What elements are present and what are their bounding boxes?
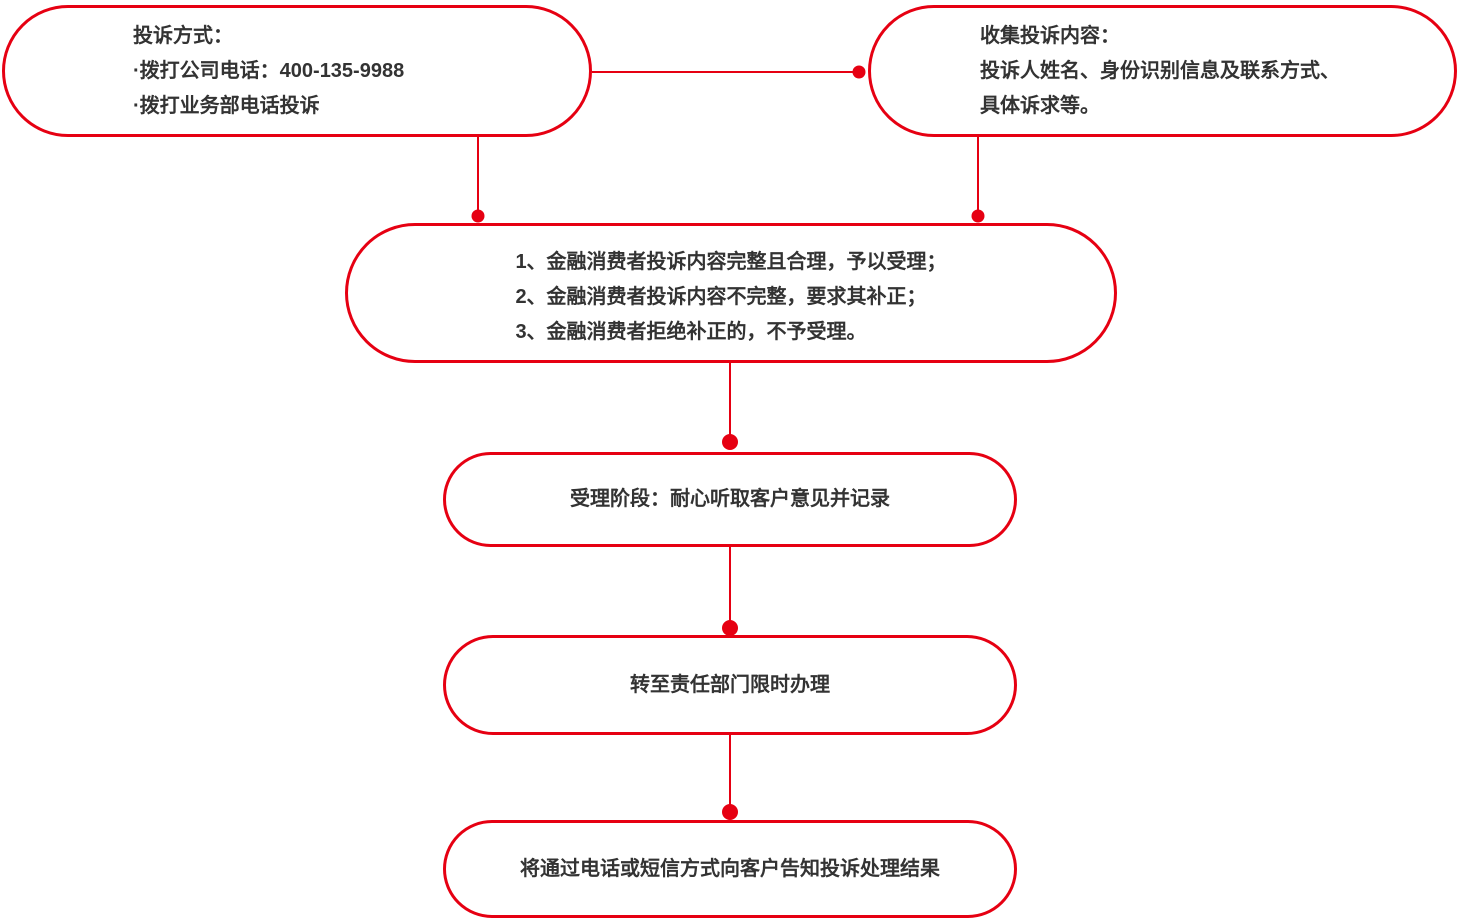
node-text-block: 投诉方式： ·拨打公司电话：400-135-9988 ·拨打业务部电话投诉: [133, 19, 404, 124]
node-acceptance-stage: 受理阶段：耐心听取客户意见并记录: [443, 452, 1017, 547]
node-text-line: 转至责任部门限时办理: [630, 673, 830, 696]
node-complaint-methods: 投诉方式： ·拨打公司电话：400-135-9988 ·拨打业务部电话投诉: [2, 5, 592, 137]
node-text-line: 收集投诉内容：: [980, 24, 1120, 47]
node-text-line: 受理阶段：耐心听取客户意见并记录: [570, 488, 890, 510]
node-transfer-department: 转至责任部门限时办理: [443, 635, 1017, 735]
node-text-block: 收集投诉内容： 投诉人姓名、身份识别信息及联系方式、 具体诉求等。: [980, 19, 1340, 124]
edge-collect-to-rules-line: [977, 136, 979, 218]
connector-dot: [971, 209, 985, 223]
edge-rules-to-stage-line: [729, 362, 731, 443]
edge-methods-to-rules-line: [477, 136, 479, 218]
node-text-line: 3、金融消费者拒绝补正的，不予受理。: [515, 320, 867, 343]
edge-transfer-to-notify-line: [729, 734, 731, 813]
connector-dot: [722, 434, 738, 450]
node-text-line: 具体诉求等。: [980, 94, 1100, 117]
node-acceptance-rules: 1、金融消费者投诉内容完整且合理，予以受理； 2、金融消费者投诉内容不完整，要求…: [345, 223, 1117, 363]
node-collect-content: 收集投诉内容： 投诉人姓名、身份识别信息及联系方式、 具体诉求等。: [868, 5, 1457, 137]
node-text-line: 投诉人姓名、身份识别信息及联系方式、: [980, 59, 1340, 82]
node-text-line: 2、金融消费者投诉内容不完整，要求其补正；: [515, 285, 927, 308]
node-text-line: ·拨打业务部电话投诉: [133, 94, 320, 117]
node-text-block: 1、金融消费者投诉内容完整且合理，予以受理； 2、金融消费者投诉内容不完整，要求…: [515, 245, 946, 350]
connector-dot: [722, 620, 738, 636]
connector-dot: [471, 209, 485, 223]
node-text-line: ·拨打公司电话：400-135-9988: [133, 59, 405, 82]
connector-dot: [852, 65, 866, 79]
edge-stage-to-transfer-line: [729, 546, 731, 629]
node-text-line: 将通过电话或短信方式向客户告知投诉处理结果: [520, 857, 940, 880]
node-text-line: 1、金融消费者投诉内容完整且合理，予以受理；: [515, 250, 947, 273]
node-notify-result: 将通过电话或短信方式向客户告知投诉处理结果: [443, 820, 1017, 918]
connector-dot: [722, 804, 738, 820]
node-text-line: 投诉方式：: [133, 24, 233, 47]
edge-methods-to-collect-line: [592, 71, 860, 73]
